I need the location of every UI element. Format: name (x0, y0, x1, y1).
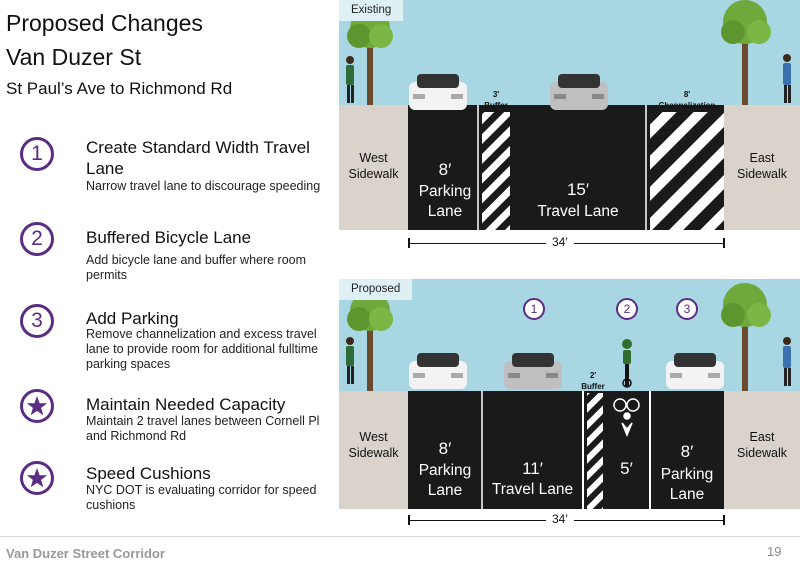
travel-lane-label: Travel Lane (491, 481, 574, 498)
channelization-width-label: 8′ (683, 90, 691, 99)
item-desc: NYC DOT is evaluating corridor for speed… (86, 483, 317, 512)
item-title: Create Standard Width Travel Lane (86, 138, 310, 178)
west-sidewalk (339, 105, 408, 230)
dimension-tick (408, 515, 410, 525)
item-title: Add Parking (86, 309, 179, 328)
east-sidewalk-label: East Sidewalk (736, 430, 788, 460)
marker-2-icon: 2 (20, 222, 54, 256)
tree-icon (347, 291, 393, 391)
parking-width: 8′ (438, 160, 452, 179)
item-title: Speed Cushions (86, 464, 211, 483)
travel-lane-width: 15′ (566, 180, 590, 199)
buffer-label: Buffer (484, 101, 508, 110)
west-parking-label: Parking Lane (418, 462, 472, 499)
footer-divider (0, 536, 800, 537)
star-icon (20, 389, 54, 423)
east-sidewalk-label: East Sidewalk (736, 151, 788, 181)
pedestrian-icon (783, 337, 791, 386)
star-icon (20, 461, 54, 495)
travel-lane-label: Travel Lane (537, 203, 619, 220)
car-icon (550, 74, 608, 110)
existing-tag: Existing (339, 0, 404, 21)
proposed-illustration (346, 283, 791, 509)
west-sidewalk-label: West Sidewalk (348, 151, 399, 181)
item-desc: Remove channelization and excess travel … (86, 327, 319, 371)
tree-icon (721, 0, 771, 105)
total-width-label: 34′ (546, 512, 574, 526)
east-parking-width: 8′ (680, 442, 694, 461)
proposed-cross-section: Proposed 1 2 3 2′ Buffer West Sidewalk E… (339, 279, 800, 536)
pedestrian-icon (346, 337, 354, 384)
bike-symbol-icon (613, 398, 640, 437)
west-sidewalk (339, 391, 408, 509)
bike-lane-width: 5′ (620, 459, 633, 478)
cyclist-icon (622, 339, 632, 388)
pedestrian-icon (346, 56, 354, 103)
list-item: Maintain Needed Capacity Maintain 2 trav… (20, 389, 330, 459)
marker-1-icon: 1 (20, 137, 54, 171)
list-item: 3 Add Parking Remove channelization and … (20, 304, 330, 374)
footer-title: Van Duzer Street Corridor (6, 546, 165, 561)
page-subtitle: St Paul’s Ave to Richmond Rd (6, 79, 233, 98)
page-title: Proposed Changes (6, 10, 203, 36)
existing-illustration (346, 0, 791, 230)
marker-3-icon: 3 (20, 304, 54, 338)
list-item: Speed Cushions NYC DOT is evaluating cor… (20, 461, 330, 531)
dimension-tick (408, 238, 410, 248)
car-icon (504, 353, 562, 389)
item-desc: Maintain 2 travel lanes between Cornell … (86, 414, 320, 443)
buffer-width-label: 3′ (492, 90, 500, 99)
tree-icon (721, 283, 771, 391)
item-desc: Add bicycle lane and buffer where room p… (86, 253, 307, 282)
west-parking-width: 8′ (438, 439, 452, 458)
dimension-tick (723, 515, 725, 525)
car-icon (409, 353, 467, 389)
pedestrian-icon (783, 54, 791, 103)
proposed-tag: Proposed (339, 279, 413, 300)
item-title: Buffered Bicycle Lane (86, 228, 252, 247)
car-icon (409, 74, 467, 110)
channelization-label: Channelization (658, 101, 716, 110)
roadway (408, 391, 724, 509)
item-title: Maintain Needed Capacity (86, 395, 286, 414)
item-desc: Narrow travel lane to discourage speedin… (86, 179, 321, 193)
east-parking-label: Parking Lane (660, 466, 714, 503)
callout-2-icon: 2 (616, 298, 638, 320)
parking-lane-label: Parking Lane (418, 183, 472, 220)
callout-3-icon: 3 (676, 298, 698, 320)
street-name: Van Duzer St (6, 44, 142, 70)
existing-cross-section: Existing 3′ Buffer 8′ Channelization Wes… (339, 0, 800, 258)
buffer-label: Buffer (581, 382, 605, 391)
west-sidewalk-label: West Sidewalk (348, 430, 399, 460)
list-item: 1 Create Standard Width Travel Lane Narr… (20, 137, 330, 207)
dimension-tick (723, 238, 725, 248)
callout-1-icon: 1 (523, 298, 545, 320)
car-icon (666, 353, 724, 389)
page-number: 19 (767, 544, 782, 559)
east-sidewalk (724, 391, 800, 509)
buffer-width-label: 2′ (589, 371, 597, 380)
east-sidewalk (724, 105, 800, 230)
travel-lane-width: 11′ (522, 459, 543, 478)
list-item: 2 Buffered Bicycle Lane Add bicycle lane… (20, 222, 330, 292)
total-width-label: 34′ (546, 235, 574, 249)
